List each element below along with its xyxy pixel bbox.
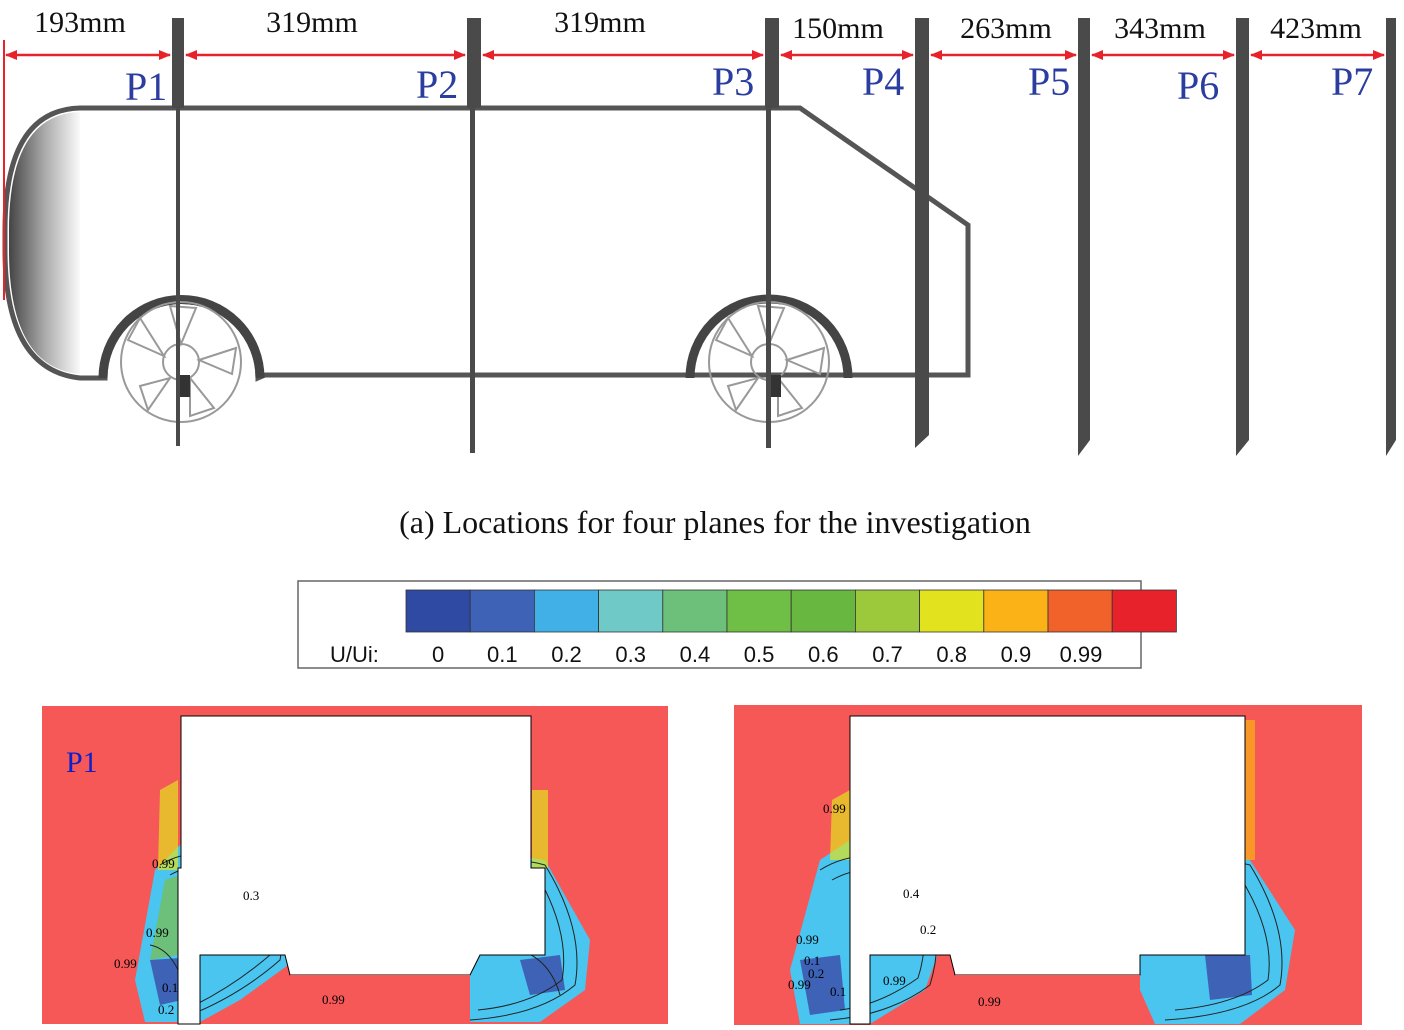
wake-region	[1244, 720, 1255, 860]
colorbar-cells	[405, 589, 1177, 633]
contour-label: 0.4	[903, 886, 920, 901]
wake-region	[800, 955, 845, 1015]
dimension-label: 263mm	[960, 12, 1052, 45]
colorbar-ticks: 0 0.1 0.2 0.3 0.4 0.5 0.6 0.7 0.8 0.9 0.99	[432, 642, 1102, 667]
wake-region	[532, 790, 548, 868]
plane-P3	[765, 18, 779, 448]
colorbar-cell	[919, 589, 985, 633]
contour-panel-right: 0.99 0.4 0.2 0.99 0.1 0.2 0.99 0.1 0.99 …	[734, 705, 1362, 1025]
plane-label: P3	[712, 59, 754, 104]
colorbar-cell	[469, 589, 535, 633]
colorbar-cell	[983, 589, 1049, 633]
wake-region	[150, 958, 182, 1005]
dimension-label: 343mm	[1114, 12, 1206, 45]
front-wheel-arch	[98, 295, 265, 379]
contour-label: 0.99	[788, 977, 811, 992]
contour-label: 0.99	[796, 932, 819, 947]
plane-P4	[915, 18, 929, 448]
contour-panel-left: P1 0.99 0.3 0.99 0.99 0.1 0.2 0.99	[42, 706, 668, 1025]
contour-label: 0.99	[152, 856, 175, 871]
colorbar-tick-label: 0.99	[1060, 642, 1103, 667]
plane-P6	[1236, 18, 1249, 456]
colorbar-tick-label: 0	[432, 642, 444, 667]
dimension-label: 193mm	[34, 6, 126, 39]
colorbar-tick-label: 0.5	[744, 642, 775, 667]
contour-label: 0.1	[162, 980, 178, 995]
colorbar-cell	[405, 589, 471, 633]
contour-label: 0.99	[322, 992, 345, 1007]
plane-label: P6	[1177, 63, 1219, 108]
colorbar-title: U/Ui:	[330, 642, 379, 667]
colorbar-cell	[1047, 589, 1113, 633]
underbody-gap	[290, 975, 470, 1024]
underbody-gap	[955, 975, 1140, 1025]
dimension-label: 423mm	[1270, 12, 1362, 45]
panel-tag: P1	[66, 746, 98, 779]
colorbar-cell	[598, 589, 664, 633]
plane-label: P1	[125, 64, 167, 109]
wake-region	[1205, 955, 1252, 1000]
contour-label: 0.99	[883, 973, 906, 988]
dimension-labels: 193mm 319mm 319mm 150mm 263mm 343mm 423m…	[34, 6, 1362, 45]
plane-label: P7	[1331, 59, 1373, 104]
contour-label: 0.99	[114, 956, 137, 971]
caption-a: (a) Locations for four planes for the in…	[399, 504, 1031, 540]
colorbar-tick-label: 0.2	[551, 642, 582, 667]
contour-label: 0.3	[243, 888, 259, 903]
contour-label: 0.99	[823, 801, 846, 816]
wheel-cutout	[855, 885, 870, 945]
front-wheel	[120, 301, 242, 423]
contour-label: 0.2	[920, 922, 936, 937]
dimension-label: 319mm	[266, 6, 358, 39]
colorbar-cell	[726, 589, 792, 633]
planes	[172, 18, 1396, 456]
wake-region	[150, 875, 180, 960]
colorbar-cell	[790, 589, 856, 633]
plane-P2	[467, 18, 481, 453]
colorbar-tick-label: 0.8	[936, 642, 967, 667]
plane-P1	[172, 18, 184, 446]
wheel-cutout	[1225, 885, 1240, 945]
plane-P7	[1386, 18, 1396, 456]
wheel-cutout	[185, 885, 199, 940]
plane-label: P2	[416, 62, 458, 107]
vehicle-side-view	[2, 40, 971, 423]
colorbar-cell	[534, 589, 600, 633]
wake-region	[520, 955, 565, 995]
colorbar-cell	[1111, 589, 1177, 633]
contour-label: 0.1	[804, 953, 820, 968]
dimension-label: 150mm	[792, 12, 884, 45]
colorbar-cell	[855, 589, 921, 633]
colorbar-tick-label: 0.6	[808, 642, 839, 667]
contour-label: 0.2	[808, 966, 824, 981]
colorbar-cell	[662, 589, 728, 633]
colorbar-tick-label: 0.9	[1001, 642, 1032, 667]
wake-region	[830, 790, 850, 860]
colorbar-tick-label: 0.3	[615, 642, 646, 667]
vehicle-nose-shading	[9, 112, 80, 374]
contour-label: 0.99	[146, 925, 169, 940]
contour-label: 0.99	[978, 994, 1001, 1009]
plane-labels: P1 P2 P3 P4 P5 P6 P7	[125, 59, 1373, 109]
contour-label: 0.1	[830, 984, 846, 999]
colorbar-tick-label: 0.7	[872, 642, 903, 667]
colorbar-tick-label: 0.1	[487, 642, 518, 667]
wheel-cutout	[512, 885, 526, 940]
colorbar-tick-label: 0.4	[680, 642, 711, 667]
colorbar: U/Ui: 0 0.1 0.2 0.3 0.4 0.5 0.6 0.7 0.8 0.9 0.99	[297, 580, 1177, 669]
plane-label: P4	[862, 59, 904, 104]
plane-P5	[1078, 18, 1090, 456]
contour-label: 0.2	[158, 1002, 174, 1017]
dimension-label: 319mm	[554, 6, 646, 39]
wake-region	[158, 780, 178, 870]
plane-label: P5	[1028, 59, 1070, 104]
